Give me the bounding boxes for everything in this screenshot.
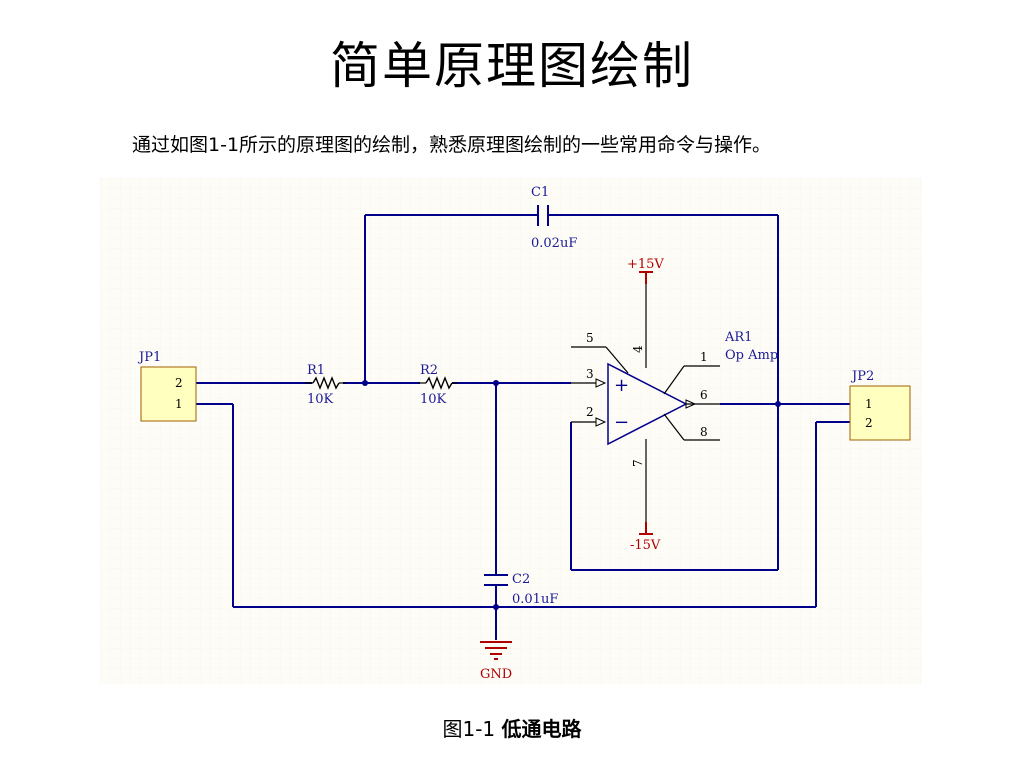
junction-dot [362,380,368,386]
r1-ref: R1 [307,363,325,378]
jp2-body [849,385,911,441]
pin-number-3: 3 [586,367,594,381]
page-title: 简单原理图绘制 [330,37,694,95]
pin3-arrow [595,378,607,388]
connector-jp2: JP2 1 2 [849,369,911,441]
resistor-r2: R2 10K [418,363,458,407]
connector-jp1: JP1 2 1 [137,350,197,422]
opamp-plus: + [614,375,629,396]
grid-pattern [100,178,922,684]
pin8-diag [663,413,685,441]
junctions [362,380,781,610]
pin-number-8: 8 [700,425,708,439]
caption-text: 低通电路 [501,717,582,741]
opamp-body [607,362,688,446]
r2-zigzag [425,376,453,390]
wires [196,214,850,640]
opamp-minus: − [614,412,629,433]
pin5-diag [605,346,629,374]
resistor-r1: R1 10K [305,363,346,407]
capacitor-c1: C1 0.02uF [531,185,577,251]
pin-number-1: 1 [700,350,708,364]
pin1-diag [663,365,685,395]
pin-number-7: 7 [631,459,645,467]
gnd-label: GND [480,667,512,682]
jp1-body [140,366,197,422]
schematic-diagram: JP1 2 1 JP2 1 2 R1 10K R2 10K C1 0.02uF … [100,178,922,684]
ar1-ref: AR1 [724,330,752,345]
ar1-type: Op Amp [725,348,778,363]
figure-caption: 图1-1 低通电路 [0,713,1024,742]
junction-dot [775,401,781,407]
r1-zigzag [312,376,340,390]
r2-value: 10K [420,392,447,407]
jp1-pin-1: 1 [175,397,183,411]
pin2-arrow [595,417,607,427]
vcc-pos-label: +15V [627,257,664,272]
power-negative: -15V [630,439,661,553]
pin-number-2: 2 [586,405,594,419]
junction-dot [493,604,499,610]
c1-value: 0.02uF [531,236,577,251]
jp2-ref: JP2 [850,369,874,384]
intro-text: 通过如图1-1所示的原理图的绘制，熟悉原理图绘制的一些常用命令与操作。 [132,134,772,156]
jp2-pin-2: 2 [865,416,873,430]
opamp-ar1: + − AR1 Op Amp 5 3 2 1 6 8 4 7 [571,330,778,467]
capacitor-c2: C2 0.01uF [484,572,558,607]
jp2-pin-1: 1 [865,397,873,411]
pin-number-5: 5 [586,331,594,345]
jp1-pin-2: 2 [175,376,183,390]
r1-value: 10K [307,392,334,407]
power-positive: +15V [627,257,664,368]
c1-ref: C1 [531,185,549,200]
pin-number-6: 6 [700,388,708,402]
jp1-ref: JP1 [137,350,161,365]
pin6-arrow [685,399,697,409]
ground-symbol: GND [480,641,512,682]
junction-dot [493,380,499,386]
r2-ref: R2 [420,363,438,378]
c2-ref: C2 [512,572,530,587]
vcc-neg-label: -15V [630,538,661,553]
c2-value: 0.01uF [512,592,558,607]
caption-figure-number: 图1-1 [442,717,496,741]
pin-number-4: 4 [631,345,645,353]
